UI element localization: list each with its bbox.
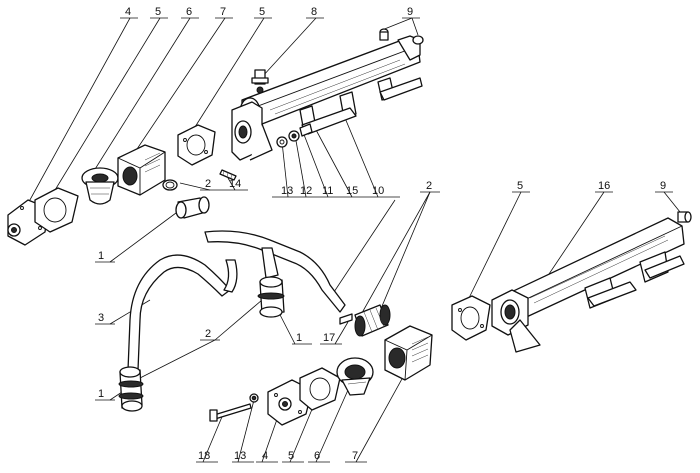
- callout-left-1: 3: [98, 312, 104, 324]
- callout-bottom-2: 4: [262, 450, 268, 462]
- callout-top-0: 4: [125, 6, 131, 18]
- callout-middle-2: 17: [323, 332, 335, 344]
- callout-right-top-0: 2: [426, 180, 432, 192]
- thermostat-6-top: [81, 167, 119, 205]
- gasket-5-top: [34, 187, 79, 233]
- callout-left-2: 1: [98, 388, 104, 400]
- manifold-16: [491, 217, 685, 353]
- callout-middle-1: 1: [296, 332, 302, 344]
- callout-right-assembly-1: 16: [598, 180, 610, 192]
- callout-manifold-1: 12: [300, 185, 312, 197]
- callout-bottom-3: 5: [288, 450, 294, 462]
- callout-thermostat-0: 2: [205, 178, 211, 190]
- callout-right-assembly-2: 9: [660, 180, 666, 192]
- clamp-2-upper: [162, 179, 178, 191]
- cover-4-bottom: [267, 379, 313, 426]
- plug-9-right: [677, 211, 692, 223]
- callout-manifold-2: 11: [322, 185, 333, 197]
- bolt-18: [209, 403, 252, 422]
- callout-bottom-0: 18: [198, 450, 210, 462]
- gasket-5-right: [451, 295, 491, 341]
- thermostat-6-bottom: [336, 357, 374, 396]
- hose-1-lower: [118, 366, 144, 412]
- callout-thermostat-1: 14: [229, 178, 241, 190]
- callout-top-4: 5: [259, 6, 265, 18]
- callout-right-assembly-0: 5: [517, 180, 523, 192]
- callout-manifold-4: 10: [372, 185, 384, 197]
- fitting-8: [251, 69, 269, 94]
- housing-7-bottom: [384, 325, 433, 381]
- callout-left-0: 1: [98, 250, 104, 262]
- nut-13-bottom: [249, 393, 259, 403]
- callout-top-3: 7: [220, 6, 226, 18]
- callout-bottom-5: 7: [352, 450, 358, 462]
- housing-7-top: [117, 144, 166, 196]
- pipe-3: [127, 254, 238, 371]
- callout-middle-0: 2: [205, 328, 211, 340]
- gasket-5-bottom: [299, 367, 341, 411]
- pipe-main: [204, 230, 346, 313]
- small-parts-manifold: [276, 123, 313, 148]
- hose-1-middle: [257, 276, 285, 318]
- callout-bottom-4: 6: [314, 450, 320, 462]
- callout-top-6: 9: [407, 6, 413, 18]
- callout-top-1: 5: [155, 6, 161, 18]
- callout-manifold-3: 15: [346, 185, 358, 197]
- gasket-5-upper: [177, 124, 216, 166]
- callout-manifold-0: 13: [281, 185, 293, 197]
- bolt-14: [219, 169, 237, 181]
- callout-top-5: 8: [311, 6, 317, 18]
- hose-17: [339, 304, 391, 337]
- callout-labels: 4 5 6 7 5 8 9 13 12 11 15 10 2 14 1 3 1 …: [98, 6, 666, 462]
- intake-manifold-top: [231, 28, 424, 161]
- callout-top-2: 6: [186, 6, 192, 18]
- hose-1-upper: [175, 196, 210, 219]
- callout-bottom-1: 13: [234, 450, 246, 462]
